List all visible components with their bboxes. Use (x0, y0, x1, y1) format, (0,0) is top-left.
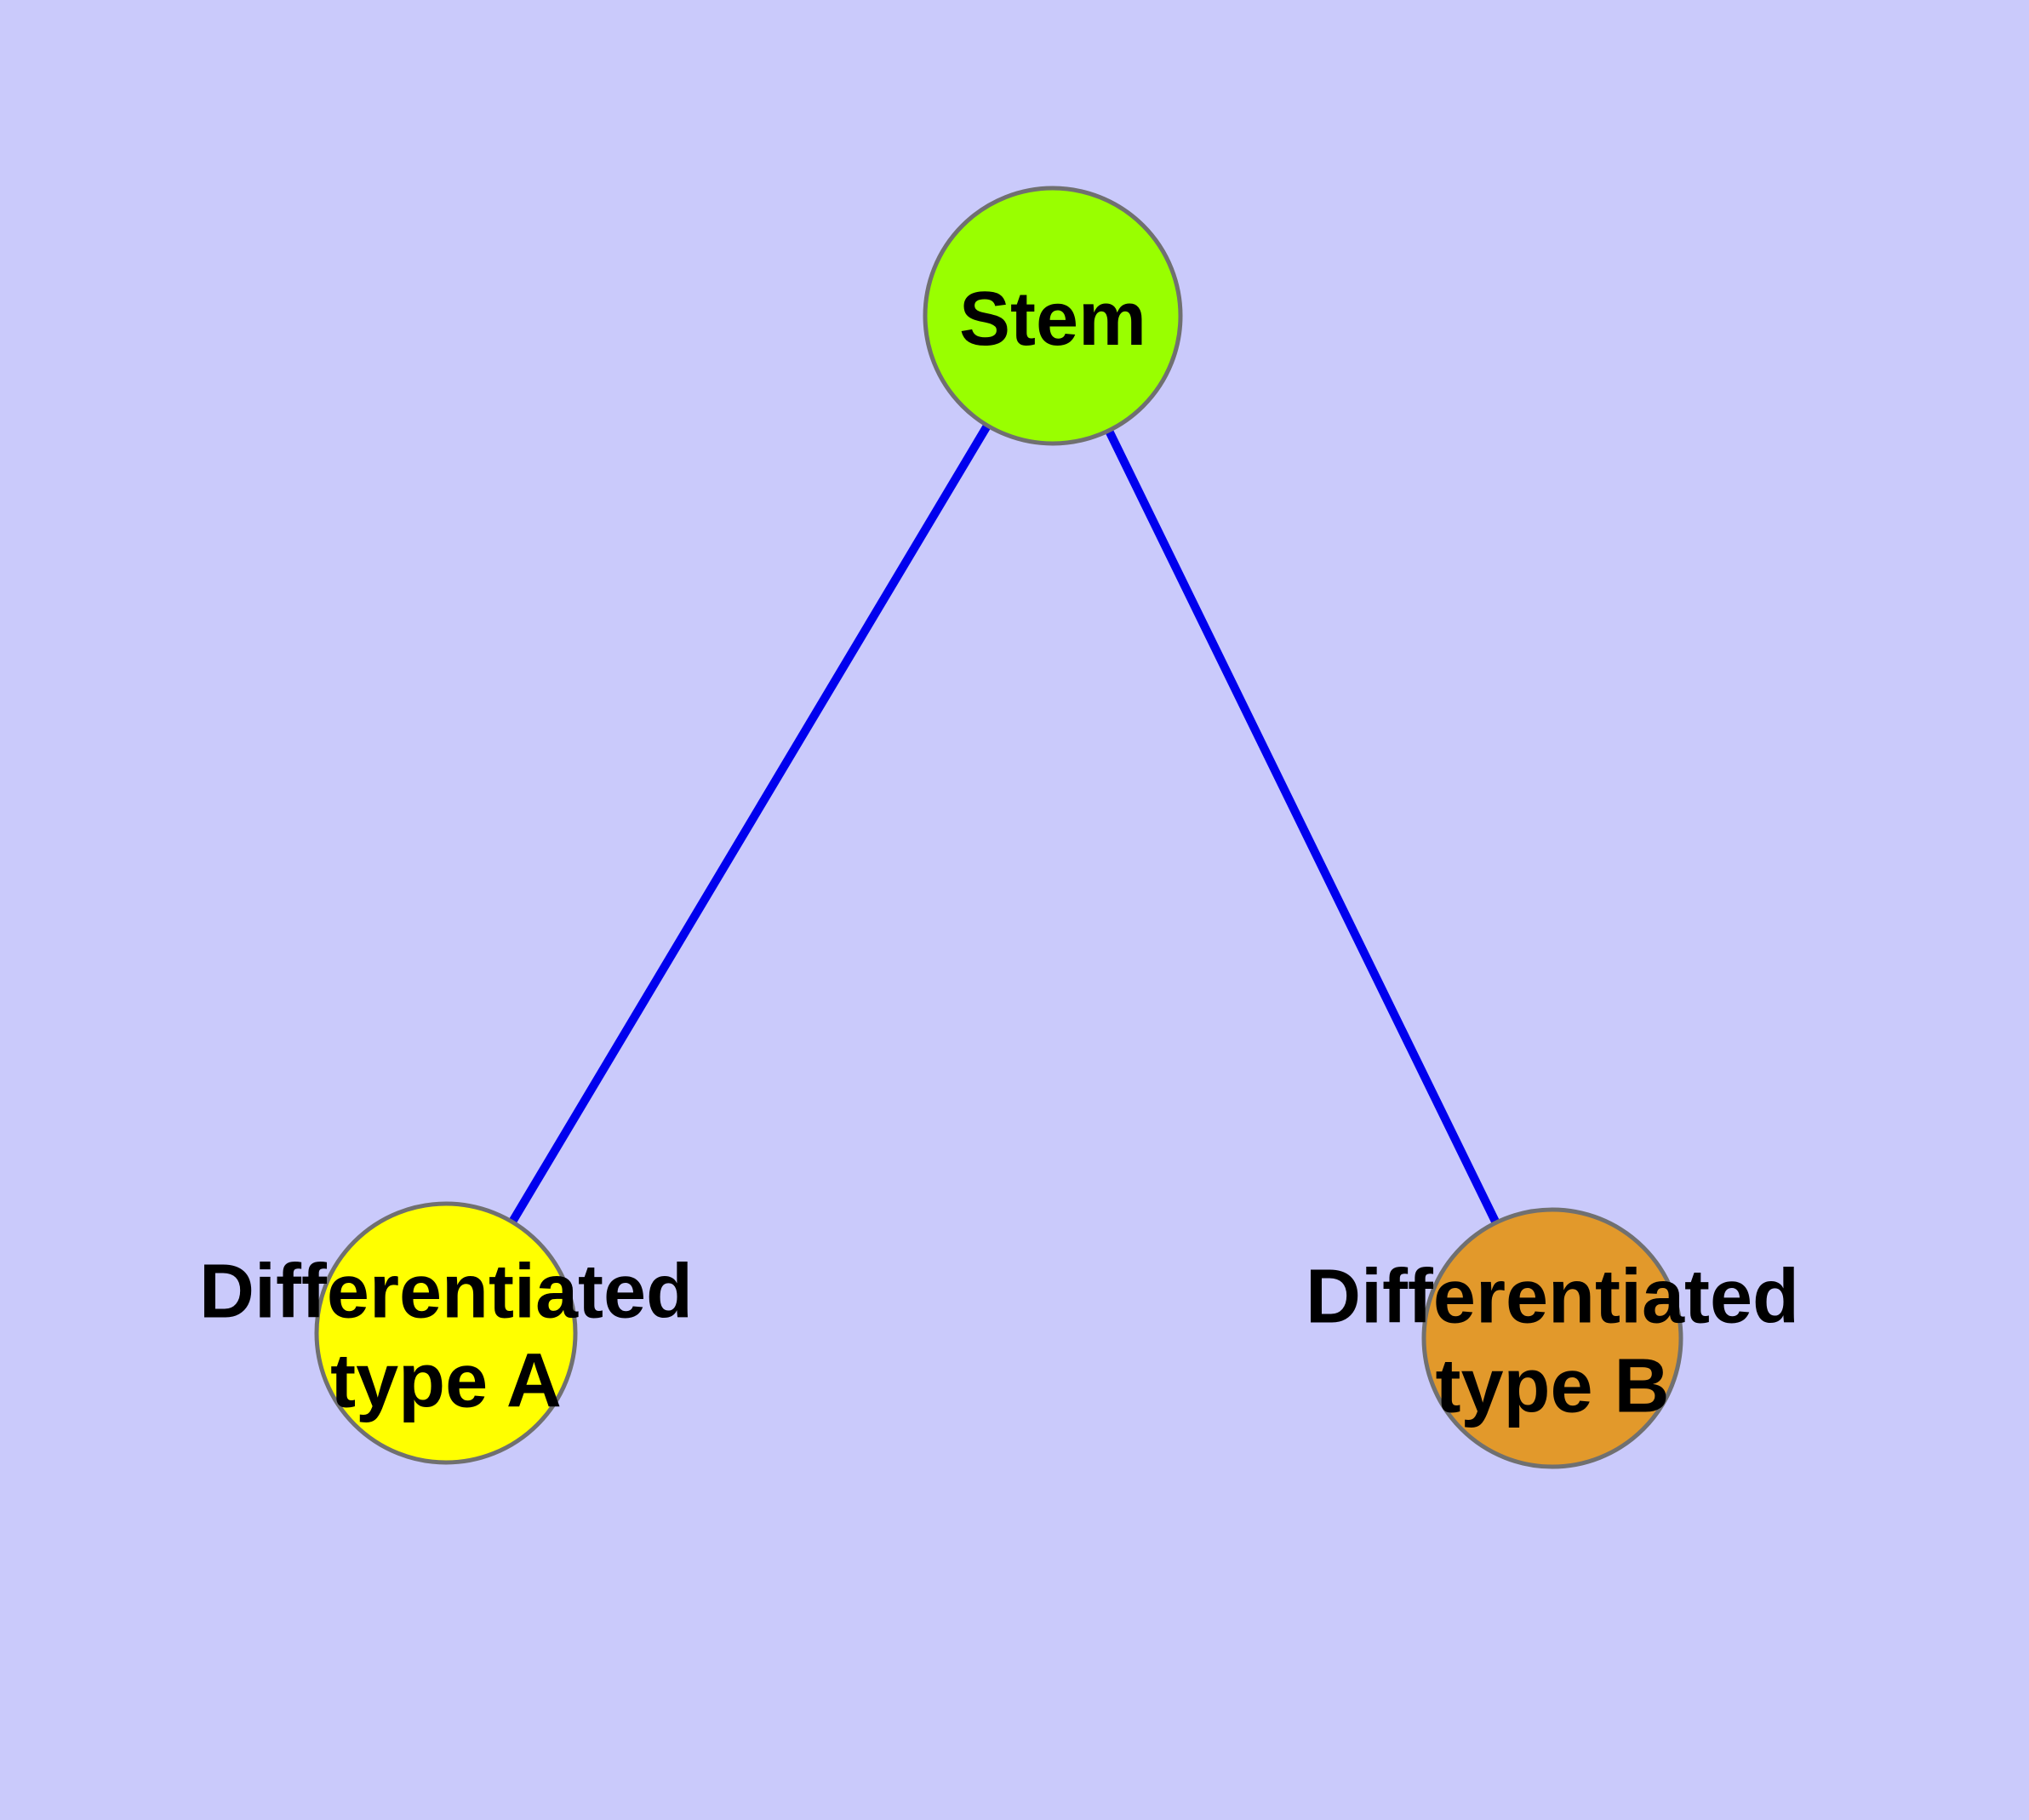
node-label-stem: Stem (959, 277, 1146, 362)
nodes-layer (314, 186, 1683, 1469)
edges-layer (442, 313, 1557, 1341)
node-circle-differentiated-type-a (314, 1201, 578, 1465)
node-circle-differentiated-type-b (1421, 1207, 1683, 1469)
edge-stem-to-differentiated-type-b (1049, 313, 1557, 1341)
edge-stem-to-differentiated-type-a (442, 313, 1057, 1336)
node-circle-stem (923, 186, 1183, 446)
